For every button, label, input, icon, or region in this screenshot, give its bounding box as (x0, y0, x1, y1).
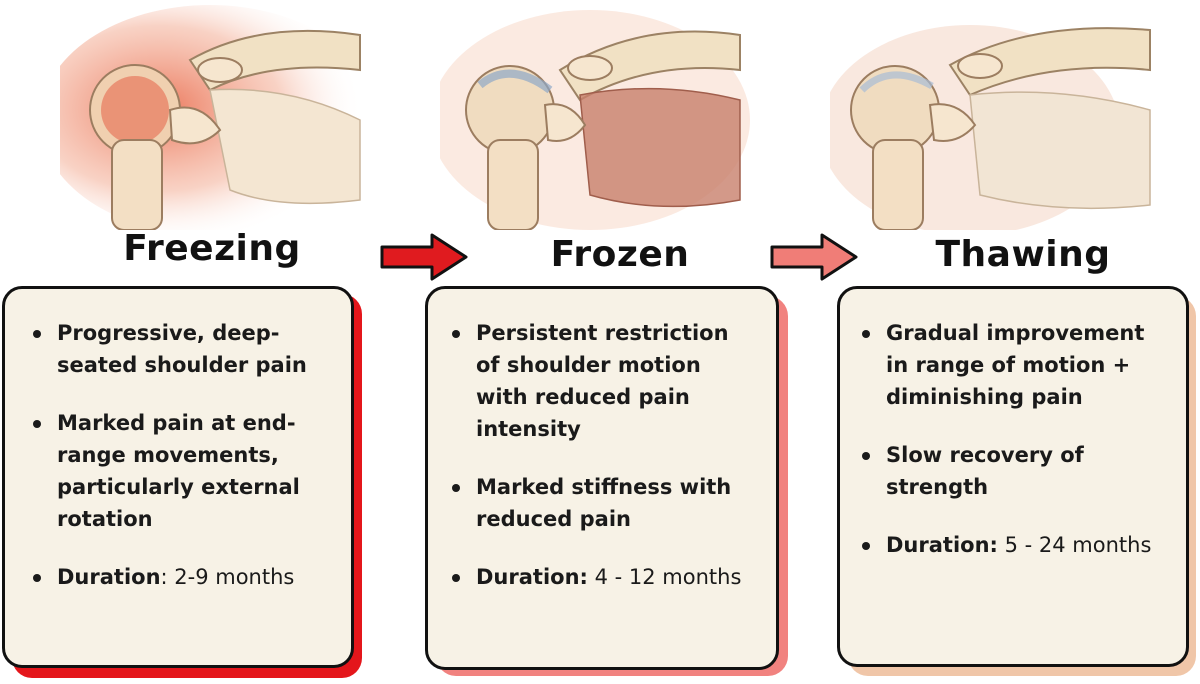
bullet-icon (862, 452, 870, 460)
bullet-list: Gradual improvement in range of motion +… (860, 317, 1168, 561)
list-item: Duration: 5 - 24 months (860, 529, 1168, 561)
duration-value: 4 - 12 months (587, 565, 742, 589)
bullet-list: Progressive, deep-seated shoulder pain M… (31, 317, 331, 593)
list-item: Duration: 2-9 months (31, 561, 331, 593)
bullet-icon (33, 420, 41, 428)
bullet-icon (862, 330, 870, 338)
stage-title-freezing: Freezing (123, 228, 301, 269)
stage-title-frozen: Frozen (550, 234, 690, 275)
bullet-icon (452, 574, 460, 582)
stage-title-thawing: Thawing (935, 234, 1111, 275)
list-item: Slow recovery of strength (860, 439, 1168, 503)
duration-label: Duration (57, 565, 161, 589)
bullet-icon (452, 330, 460, 338)
bullet-list: Persistent restriction of shoulder motio… (450, 317, 758, 593)
list-item: Marked stiffness with reduced pain (450, 471, 758, 535)
duration-label: Duration: (476, 565, 588, 589)
bullet-icon (862, 542, 870, 550)
frozen-shoulder-illustration (440, 0, 750, 230)
bullet-icon (33, 574, 41, 582)
list-item: Gradual improvement in range of motion +… (860, 317, 1168, 413)
bullet-icon (33, 330, 41, 338)
stage-card-frozen: Persistent restriction of shoulder motio… (425, 286, 779, 670)
list-item: Marked pain at end-range movements, part… (31, 407, 331, 535)
duration-value: : 2-9 months (160, 565, 295, 589)
arrow-right-icon (770, 233, 858, 281)
arrow-right-icon (380, 233, 468, 281)
bullet-icon (452, 484, 460, 492)
list-item: Duration: 4 - 12 months (450, 561, 758, 593)
duration-value: 5 - 24 months (997, 533, 1152, 557)
duration-label: Duration: (886, 533, 998, 557)
list-item: Persistent restriction of shoulder motio… (450, 317, 758, 445)
freezing-shoulder-illustration (60, 0, 380, 230)
stage-card-thawing: Gradual improvement in range of motion +… (837, 286, 1189, 667)
list-item: Progressive, deep-seated shoulder pain (31, 317, 331, 381)
thawing-shoulder-illustration (830, 0, 1160, 230)
stage-card-freezing: Progressive, deep-seated shoulder pain M… (2, 286, 354, 668)
